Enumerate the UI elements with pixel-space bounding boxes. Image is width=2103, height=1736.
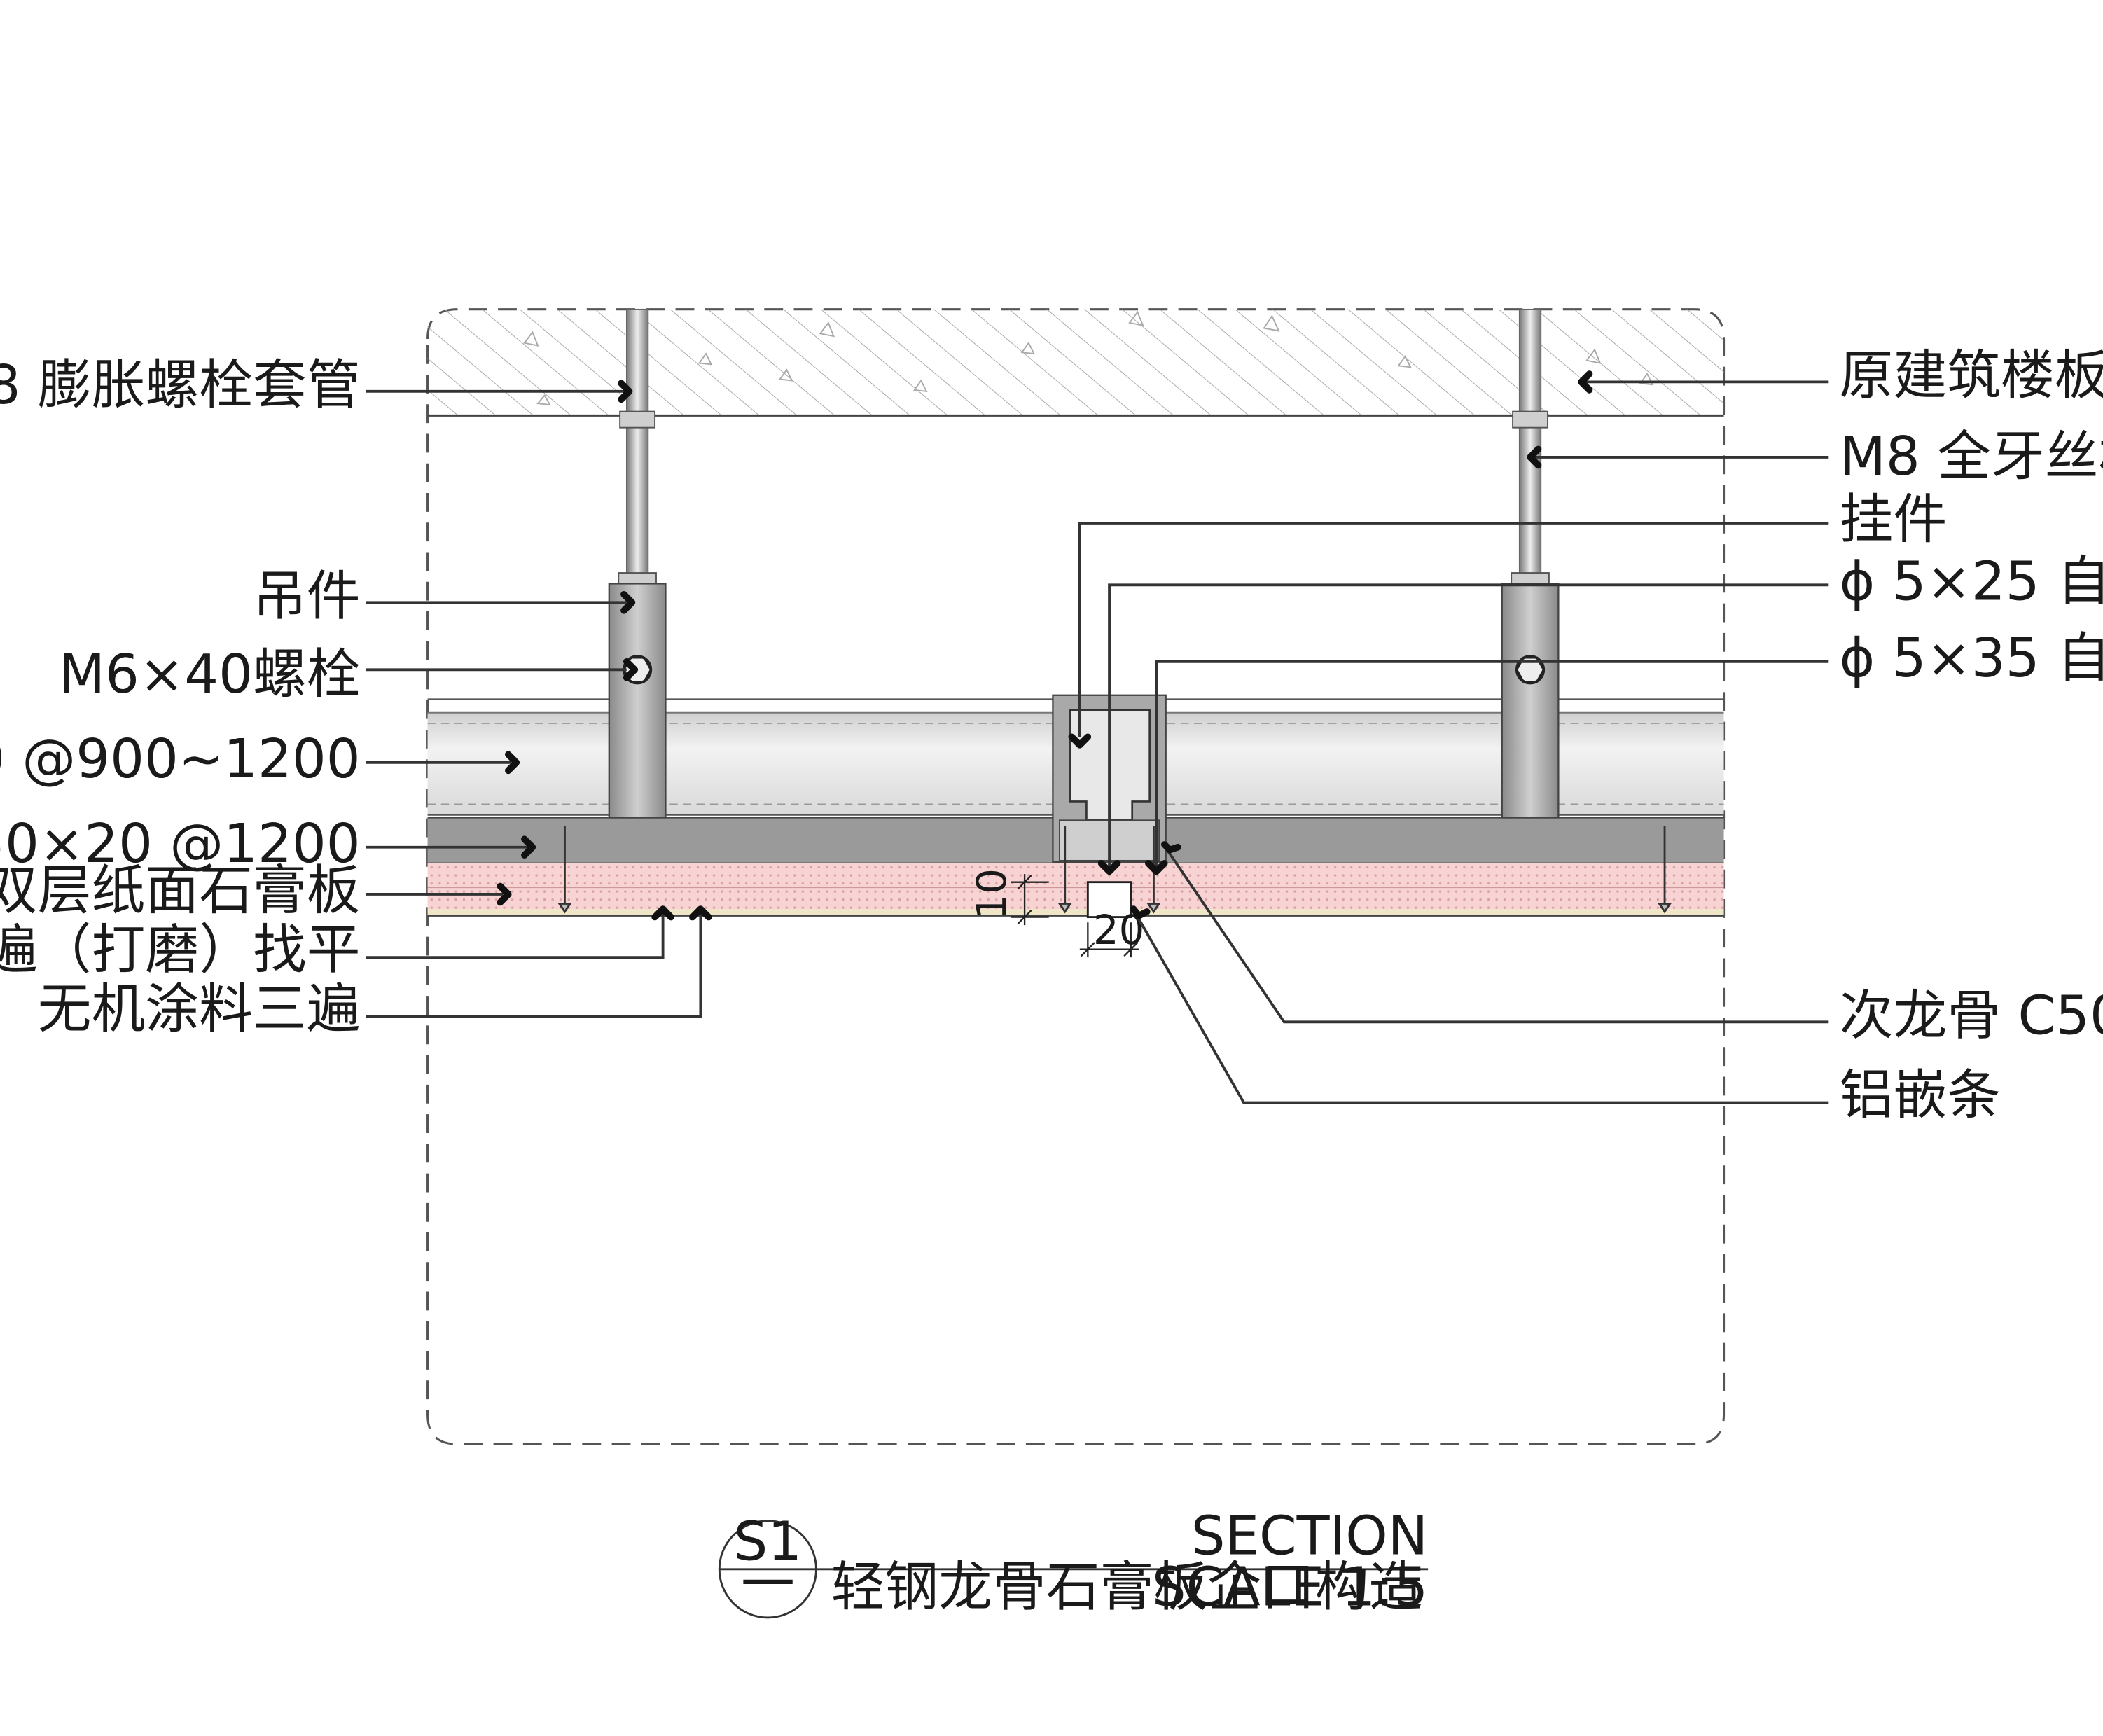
title-block [718,1520,1429,1619]
label-original-slab: 原建筑楼板 [1840,345,2103,408]
aluminum-strip [1086,881,1132,919]
label-hanger: 吊件 [253,566,361,628]
leader-arrows-left [497,380,712,921]
section-symbol-bottom: 一 [741,1554,795,1616]
label-hook-piece: 挂件 [1840,489,1948,551]
label-secondary-keel: 次龙骨 C50×20 @300 [1840,985,2103,1048]
label-threaded-rod: M8 全牙丝杆 @≤1200 [1840,426,2103,488]
label-screw-35: ϕ 5×35 自攻螺丝 [1840,627,2103,690]
label-main-keel: 主龙骨 CS50×20 @900~1200 [0,728,361,791]
section-symbol-top: S1 [734,1511,803,1573]
label-gypsum-board: 9.5 厚双层纸面石膏板 [0,860,361,922]
label-aluminum-strip: 铝嵌条 [1840,1064,2001,1127]
label-expansion-bolt-sleeve: M8 膨胀螺栓套管 [0,354,361,417]
label-screw-25: ϕ 5×25 自攻螺丝 [1840,550,2103,613]
drawing-title: 轻钢龙骨石膏板企口构造 [831,1557,1423,1619]
leaders-right [1078,380,1829,1104]
drawing-scale: SCALE 1:5 [1152,1557,1428,1619]
label-cross-keel: 横撑龙骨 CS50×20 @1200 [0,813,361,875]
hanger-right [1501,583,1560,819]
hanger-left [608,583,667,819]
dim-height-label: 10 [969,868,1015,919]
label-bolt: M6×40螺栓 [59,644,361,706]
gypsum-board-band [427,863,1724,917]
label-putty: 腻子三遍（打磨）找平 [0,919,361,982]
leader-arrows-right [1068,370,1593,919]
leaders-left [366,389,702,1018]
dimension-lines [1011,874,1139,958]
label-paint: 无机涂料三遍 [38,978,361,1041]
section-heading: SECTION [1191,1506,1428,1568]
